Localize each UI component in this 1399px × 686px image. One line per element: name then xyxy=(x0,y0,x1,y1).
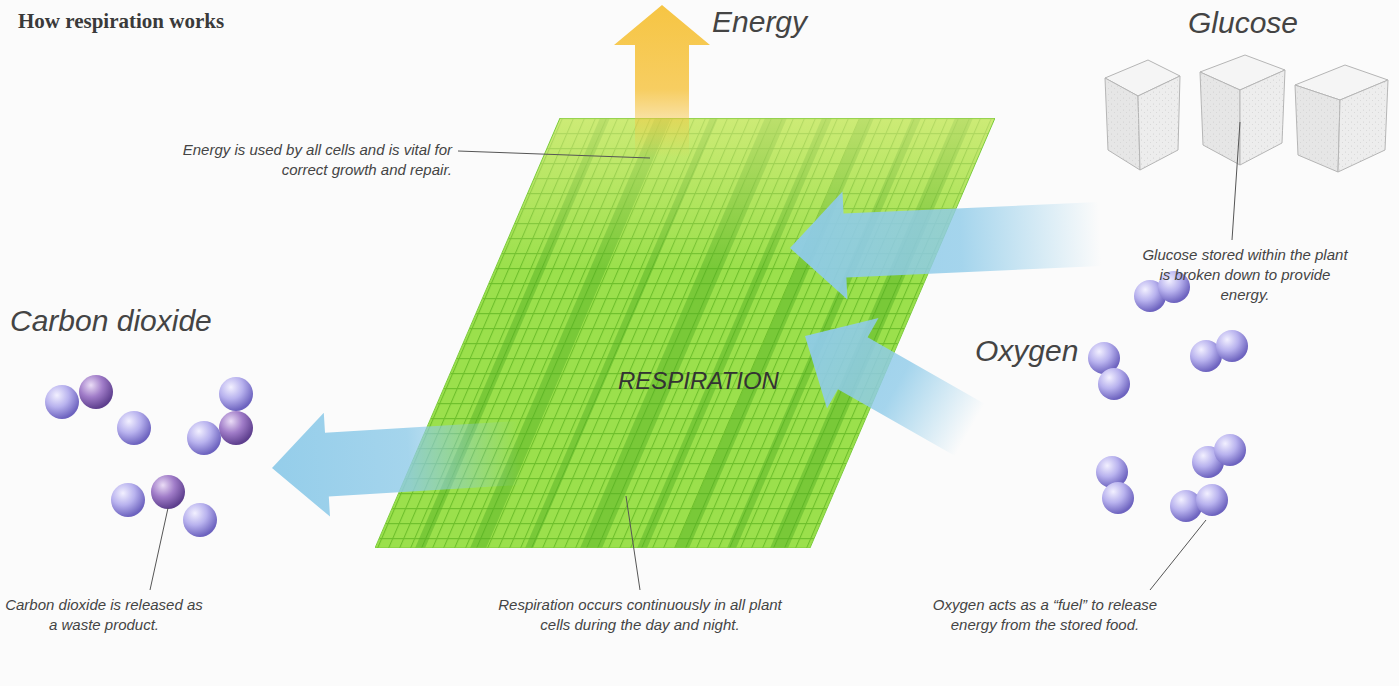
leader-line xyxy=(1150,520,1206,590)
energy-output: Energy xyxy=(612,2,814,50)
callout-text: Respiration occurs continuously in all p… xyxy=(498,595,782,635)
plant-tissue: RESPIRATION xyxy=(375,118,995,548)
callout-text: Oxygen acts as a “fuel” to release energ… xyxy=(912,595,1178,635)
oxygen-input: Oxygen xyxy=(970,270,1285,525)
callout-text: Carbon dioxide is released as a waste pr… xyxy=(4,595,204,635)
carbon-dioxide-output: Carbon dioxide xyxy=(6,300,272,565)
carbon-dioxide-molecules xyxy=(45,375,253,537)
glucose-input: Glucose xyxy=(1100,2,1395,240)
diagram-title: How respiration works xyxy=(18,8,224,34)
node-label: Oxygen xyxy=(975,333,1078,369)
node-label: Energy xyxy=(712,4,807,40)
node-label: Glucose xyxy=(1188,5,1298,41)
callout-text: Glucose stored within the plant is broke… xyxy=(1138,245,1352,305)
glucose-cubes xyxy=(1105,55,1388,172)
plant-tissue-shape xyxy=(375,118,995,548)
oxygen-molecules xyxy=(1088,271,1248,522)
node-label: Carbon dioxide xyxy=(10,303,212,339)
leader-line xyxy=(150,508,168,590)
node-label: RESPIRATION xyxy=(618,366,779,396)
leader-line xyxy=(1232,122,1240,240)
callout-text: Energy is used by all cells and is vital… xyxy=(146,140,452,180)
